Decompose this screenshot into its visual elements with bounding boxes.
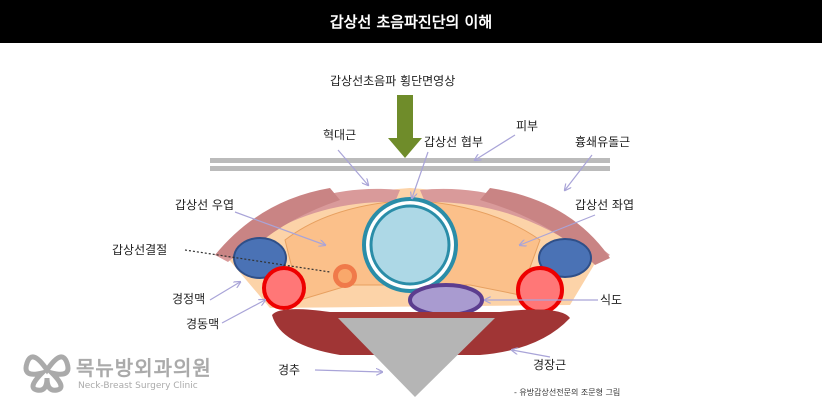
- probe-arrow: [388, 95, 422, 158]
- label-longus-colli: 경장근: [533, 358, 567, 372]
- label-esophagus: 식도: [600, 293, 623, 307]
- label-vertebra: 경추: [278, 363, 301, 377]
- label-isthmus: 갑상선 협부: [424, 135, 484, 149]
- clinic-logo-subtitle: Neck-Breast Surgery Clinic: [78, 381, 198, 391]
- page-header: 갑상선 초음파진단의 이해: [0, 0, 822, 43]
- carotid-artery-left: [516, 266, 564, 314]
- illustration-credit: - 유방갑상선전문의 조문형 그림: [514, 388, 621, 397]
- label-nodule: 갑상선결절: [112, 243, 168, 257]
- label-skin: 피부: [516, 119, 539, 133]
- label-jugular: 경정맥: [172, 292, 206, 306]
- cervical-vertebra: [338, 318, 495, 397]
- page-title: 갑상선 초음파진단의 이해: [329, 13, 493, 31]
- clinic-logo-icon: [23, 354, 71, 393]
- label-left-lobe: 갑상선 좌엽: [575, 198, 635, 212]
- esophagus: [408, 283, 484, 317]
- label-right-lobe: 갑상선 우엽: [175, 198, 235, 212]
- label-scm: 흉쇄유돌근: [575, 135, 631, 149]
- clinic-logo-name: 목뉴방외과의원: [76, 356, 212, 380]
- skin-layer: [210, 158, 610, 163]
- jugular-vein-left: [538, 238, 592, 278]
- skin-layer-2: [210, 166, 610, 171]
- label-strap-muscle: 혁대근: [323, 128, 357, 142]
- trachea-inner: [369, 204, 451, 286]
- thyroid-nodule: [333, 264, 357, 288]
- view-title: 갑상선초음파 횡단면영상: [330, 74, 456, 88]
- label-carotid: 경동맥: [186, 317, 220, 331]
- carotid-artery-right: [262, 266, 306, 310]
